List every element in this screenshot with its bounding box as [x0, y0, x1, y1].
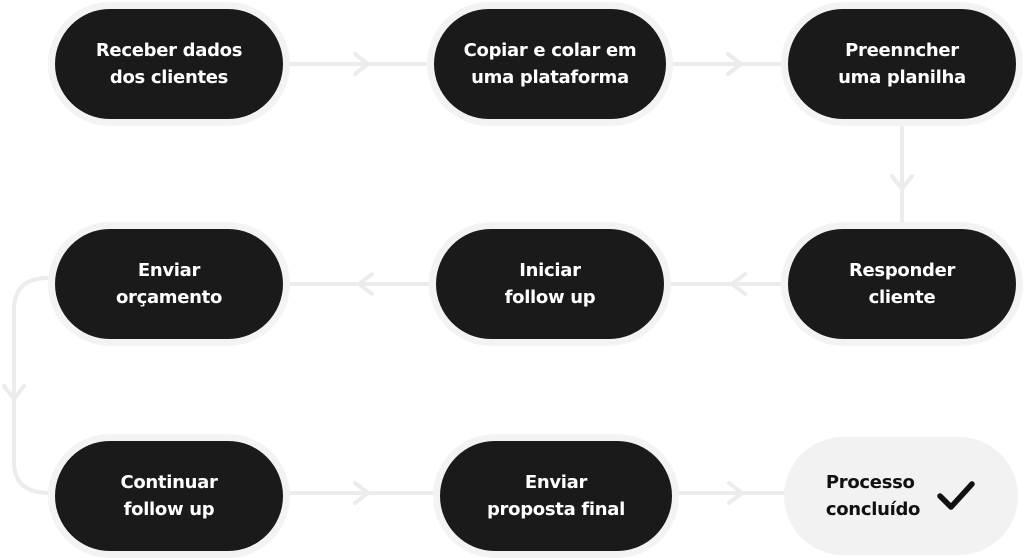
arrow-copiar-to-preencher — [726, 52, 743, 76]
step-label: Iniciar follow up — [504, 260, 596, 308]
step-label: Responder cliente — [848, 260, 956, 308]
step-continuar-follow-up: Continuar follow up — [55, 441, 283, 551]
step-processo-concluido: Processo concluído — [784, 437, 1018, 555]
step-label: Processo concluído — [825, 472, 921, 520]
arrow-responder-to-iniciar — [730, 272, 747, 296]
step-label: Enviar orçamento — [115, 260, 223, 308]
step-responder-cliente: Responder cliente — [788, 229, 1016, 339]
arrow-iniciar-to-orcamento — [357, 272, 374, 296]
arrow-preencher-to-responder — [890, 174, 914, 191]
step-label: Preenncher uma planilha — [838, 40, 966, 88]
step-label: Copiar e colar em uma plataforma — [463, 40, 637, 88]
step-preencher-planilha: Preenncher uma planilha — [788, 9, 1016, 119]
step-copiar-colar: Copiar e colar em uma plataforma — [434, 9, 666, 119]
step-receber-dados: Receber dados dos clientes — [55, 9, 283, 119]
step-enviar-orcamento: Enviar orçamento — [55, 229, 283, 339]
step-label: Receber dados dos clientes — [95, 40, 243, 88]
step-iniciar-follow-up: Iniciar follow up — [436, 229, 664, 339]
arrow-receber-to-copiar — [353, 52, 370, 76]
step-enviar-proposta-final: Enviar proposta final — [440, 441, 672, 551]
arrow-orcamento-to-continuar — [2, 384, 26, 401]
arrow-proposta-to-concluido — [727, 481, 744, 505]
step-label: Continuar follow up — [120, 472, 218, 520]
connector-orcamento-to-continuar — [12, 276, 52, 495]
arrow-continuar-to-proposta — [353, 481, 370, 505]
step-label: Enviar proposta final — [486, 472, 626, 520]
checkmark-icon — [937, 481, 975, 510]
